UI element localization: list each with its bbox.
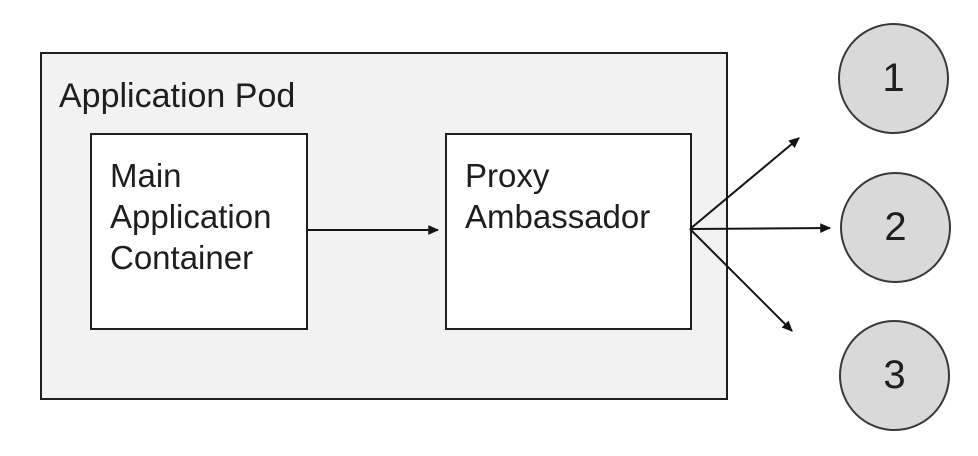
pod-title: Application Pod <box>59 77 296 115</box>
node-proxy-ambassador: Proxy Ambassador <box>445 133 692 330</box>
application-pod-group: Application Pod Main Application Contain… <box>40 52 728 400</box>
endpoint-number: 3 <box>883 353 906 397</box>
endpoint-number: 2 <box>884 205 907 249</box>
node-main-label-line: Application <box>110 198 272 235</box>
node-main-application-container: Main Application Container <box>90 133 308 330</box>
endpoint-circle-1: 1 <box>838 23 949 134</box>
endpoint-circle-3: 3 <box>839 320 950 431</box>
node-proxy-label-line: Ambassador <box>465 198 651 235</box>
node-main-label-line: Container <box>110 239 254 276</box>
node-proxy-label-line: Proxy <box>465 157 550 194</box>
endpoint-circle-2: 2 <box>840 172 951 283</box>
endpoint-number: 1 <box>882 56 905 100</box>
node-main-label-line: Main <box>110 157 182 194</box>
